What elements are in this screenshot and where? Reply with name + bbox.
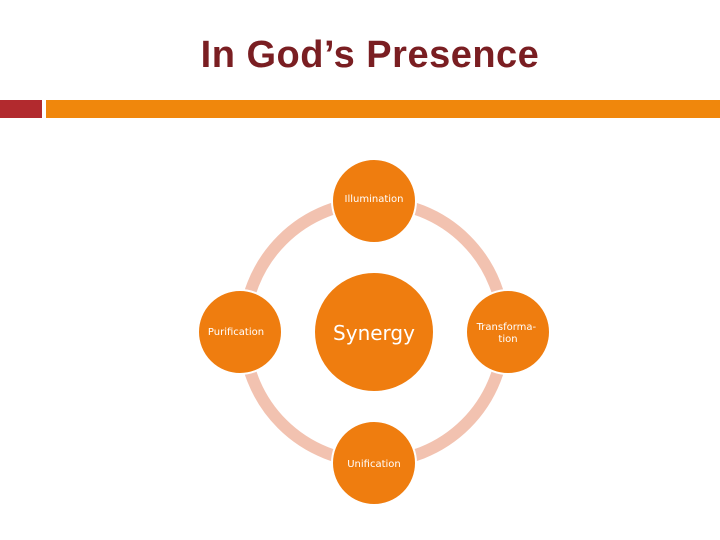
node-illumination-circle (331, 158, 417, 244)
node-transformation-label: Transforma- tion (476, 322, 540, 345)
slide-title: In God’s Presence (200, 34, 540, 76)
node-illumination: Illumination (331, 158, 417, 244)
node-unification-circle (331, 420, 417, 506)
node-purification-circle (197, 289, 283, 375)
title-accent-bar-orange (46, 100, 720, 118)
node-unification-label: Unification (347, 459, 401, 470)
node-transformation-label-line-1: Transforma- (476, 322, 537, 333)
node-transformation-circle (465, 289, 551, 375)
node-purification-label: Purification (208, 327, 264, 338)
node-transformation-label-line-2: tion (498, 334, 517, 345)
center-node: Synergy (313, 271, 435, 393)
node-illumination-label: Illumination (345, 194, 404, 205)
title-accent-bar-red (0, 100, 42, 118)
center-node-circle (313, 271, 435, 393)
center-node-label: Synergy (333, 321, 415, 345)
node-purification: Purification (197, 289, 283, 375)
node-transformation: Transforma- tion (465, 289, 551, 375)
node-unification: Unification (331, 420, 417, 506)
